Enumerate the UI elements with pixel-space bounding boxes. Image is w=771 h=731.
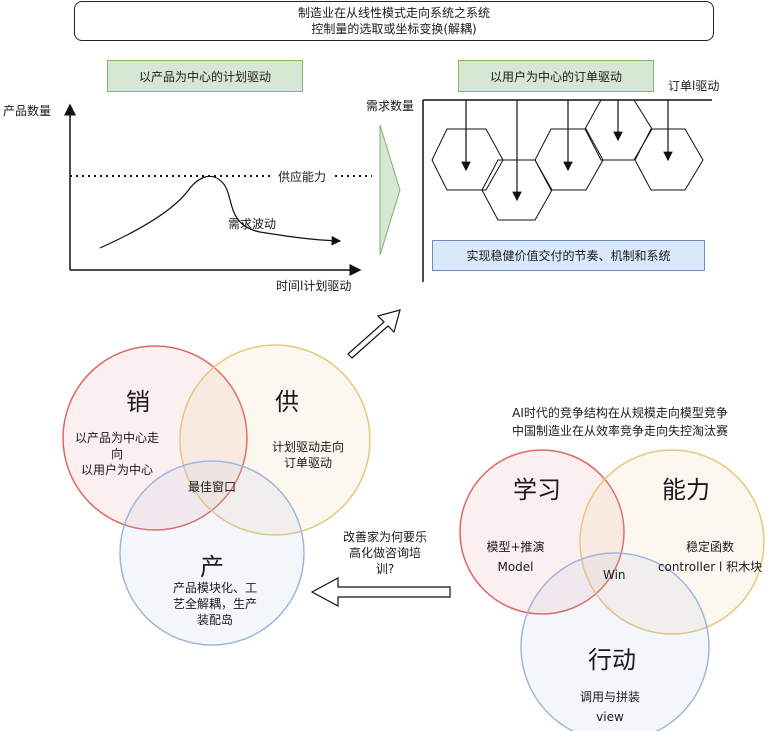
action-text: 调用与拼装 view: [560, 687, 660, 727]
left-chart-header: 以产品为中心的计划驱动: [107, 60, 303, 92]
middle-note-line-2: 高化做咨询培: [348, 546, 421, 560]
sales-line-1: 以产品为中心走: [74, 431, 159, 445]
hexagon-5: [634, 128, 704, 191]
title-line-2: 控制量的选取或坐标变换(解耦): [311, 22, 477, 36]
learning-text: 模型+推演 Model: [468, 537, 563, 577]
up-right-arrow: [347, 309, 401, 359]
capacity-label: 供应能力: [276, 168, 329, 185]
action-title: 行动: [588, 646, 636, 674]
production-line-2: 艺全解耦，生产: [172, 597, 257, 611]
action-line-1: 调用与拼装: [579, 690, 640, 704]
action-circle: [520, 552, 710, 731]
right-chart-header: 以用户为中心的订单驱动: [458, 60, 654, 92]
production-title: 产: [200, 553, 224, 581]
production-line-3: 装配岛: [196, 613, 233, 627]
learning-line-1: 模型+推演: [486, 540, 545, 554]
learning-line-2: Model: [497, 560, 534, 574]
production-circle: [119, 460, 305, 646]
supply-title: 供: [275, 388, 299, 416]
sales-line-3: 以用户为中心: [80, 463, 153, 477]
result-label: 实现稳健价值交付的节奏、机制和系统: [432, 240, 705, 271]
learning-circle: [459, 449, 625, 615]
middle-note: 改善家为何要乐 高化做咨询培 训?: [335, 529, 435, 577]
hexagon-3: [534, 128, 604, 191]
caption-line-2: 中国制造业在从效率竞争走向失控淘汰赛: [511, 424, 728, 438]
sales-text: 以产品为中心走 向 以用户为中心: [62, 430, 172, 478]
title-box: 制造业在从线性模式走向系统之系统 控制量的选取或坐标变换(解耦): [74, 1, 714, 41]
middle-note-line-3: 训?: [375, 562, 395, 576]
supply-line-1: 计划驱动走向: [271, 440, 344, 454]
supply-text: 计划驱动走向 订单驱动: [258, 439, 358, 471]
demand-label: 需求波动: [228, 217, 277, 231]
title-line-1: 制造业在从线性模式走向系统之系统: [297, 6, 490, 20]
demand-curve: [99, 175, 342, 249]
left-arrow: [310, 576, 451, 608]
production-text: 产品模块化、工 艺全解耦，生产 装配岛: [160, 580, 270, 628]
middle-note-line-1: 改善家为何要乐: [342, 530, 427, 544]
sales-circle: [62, 345, 248, 531]
caption-line-1: AI时代的竞争结构在从规模走向模型竞争: [512, 406, 728, 420]
capability-text: 稳定函数 controller l 积木块: [650, 537, 770, 577]
capability-line-1: 稳定函数: [685, 540, 734, 554]
action-line-2: view: [596, 710, 624, 724]
sales-line-2: 向: [110, 447, 123, 461]
hexagon-4: [584, 99, 653, 161]
left-y-label: 产品数量: [3, 104, 52, 118]
sales-title: 销: [126, 388, 150, 416]
capability-circle: [579, 449, 765, 635]
hexagon-1: [431, 128, 504, 191]
win-label: Win: [603, 568, 626, 582]
transition-arrow: [379, 124, 401, 256]
best-window-label: 最佳窗口: [188, 480, 237, 494]
right-venn-caption: AI时代的竞争结构在从规模走向模型竞争 中国制造业在从效率竞争走向失控淘汰赛: [470, 404, 770, 440]
supply-line-2: 订单驱动: [283, 456, 332, 470]
capability-title: 能力: [662, 476, 710, 504]
left-x-label: 时间l计划驱动: [276, 279, 352, 293]
capability-line-2: controller l 积木块: [657, 560, 763, 574]
production-line-1: 产品模块化、工: [172, 581, 257, 595]
order-label: 订单l驱动: [668, 79, 720, 93]
right-y-label: 需求数量: [366, 99, 415, 113]
supply-circle: [179, 344, 371, 536]
learning-title: 学习: [513, 476, 561, 504]
